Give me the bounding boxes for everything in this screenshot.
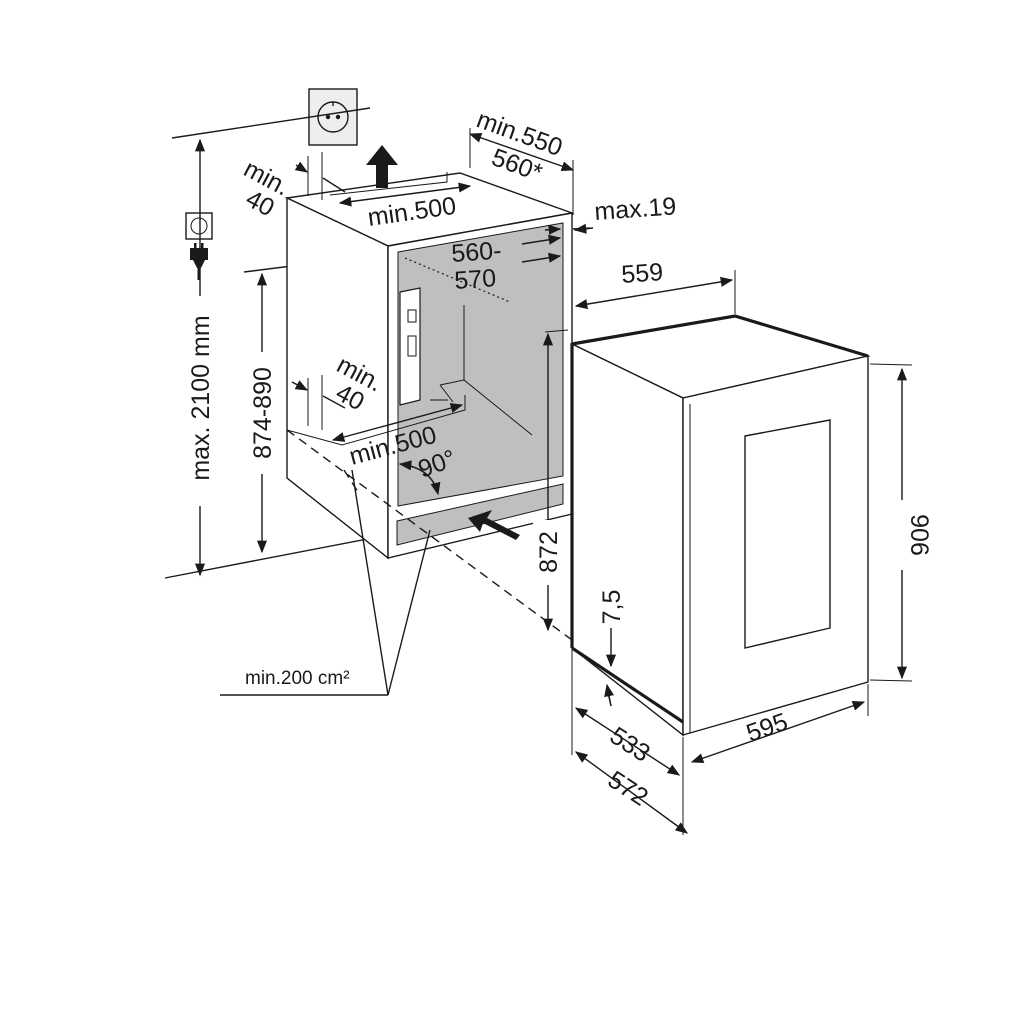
niche-width-label-b: 570 xyxy=(453,264,497,295)
depth-572-dimension-line xyxy=(574,751,689,834)
min-500-bottom-dimension-line xyxy=(331,403,464,442)
width-595-dimension-line xyxy=(690,700,866,764)
dim-7-5-arrow-2 xyxy=(604,683,615,707)
niche-width-dimension-line xyxy=(521,234,562,245)
min-500-top-dimension-line xyxy=(338,182,472,207)
width-559-dimension-line xyxy=(574,276,734,310)
height-872-label: 872 xyxy=(535,531,563,573)
vent-area-label: min.200 cm² xyxy=(245,668,350,689)
max-2100-label: max. 2100 mm xyxy=(187,315,215,480)
min-40-top-arrow xyxy=(294,161,309,173)
angle-arc xyxy=(398,460,441,496)
max-19-arrow xyxy=(573,223,594,234)
dim-7-5-label: 7,5 xyxy=(598,590,626,625)
appliance xyxy=(569,314,871,737)
max-19-label: max.19 xyxy=(593,192,677,226)
niche-height-label: 874-890 xyxy=(249,367,277,459)
ceiling-line xyxy=(171,107,371,139)
niche-width-label-a: 560- xyxy=(450,237,502,268)
airflow-arrow-icon xyxy=(468,510,520,540)
socket-icon xyxy=(308,88,358,146)
width-559-label: 559 xyxy=(620,258,664,289)
up-arrow-icon xyxy=(366,145,398,188)
depth-min-550-dimension-line xyxy=(468,132,575,172)
door-glass xyxy=(744,419,831,649)
floor-line xyxy=(164,534,389,579)
depth-572-label: 572 xyxy=(603,766,653,812)
plug-icon xyxy=(185,212,213,280)
niche xyxy=(284,172,575,560)
height-906-label: 906 xyxy=(905,514,933,556)
min-40-bottom-arrow xyxy=(291,380,309,391)
depth-533-label: 533 xyxy=(605,722,655,768)
